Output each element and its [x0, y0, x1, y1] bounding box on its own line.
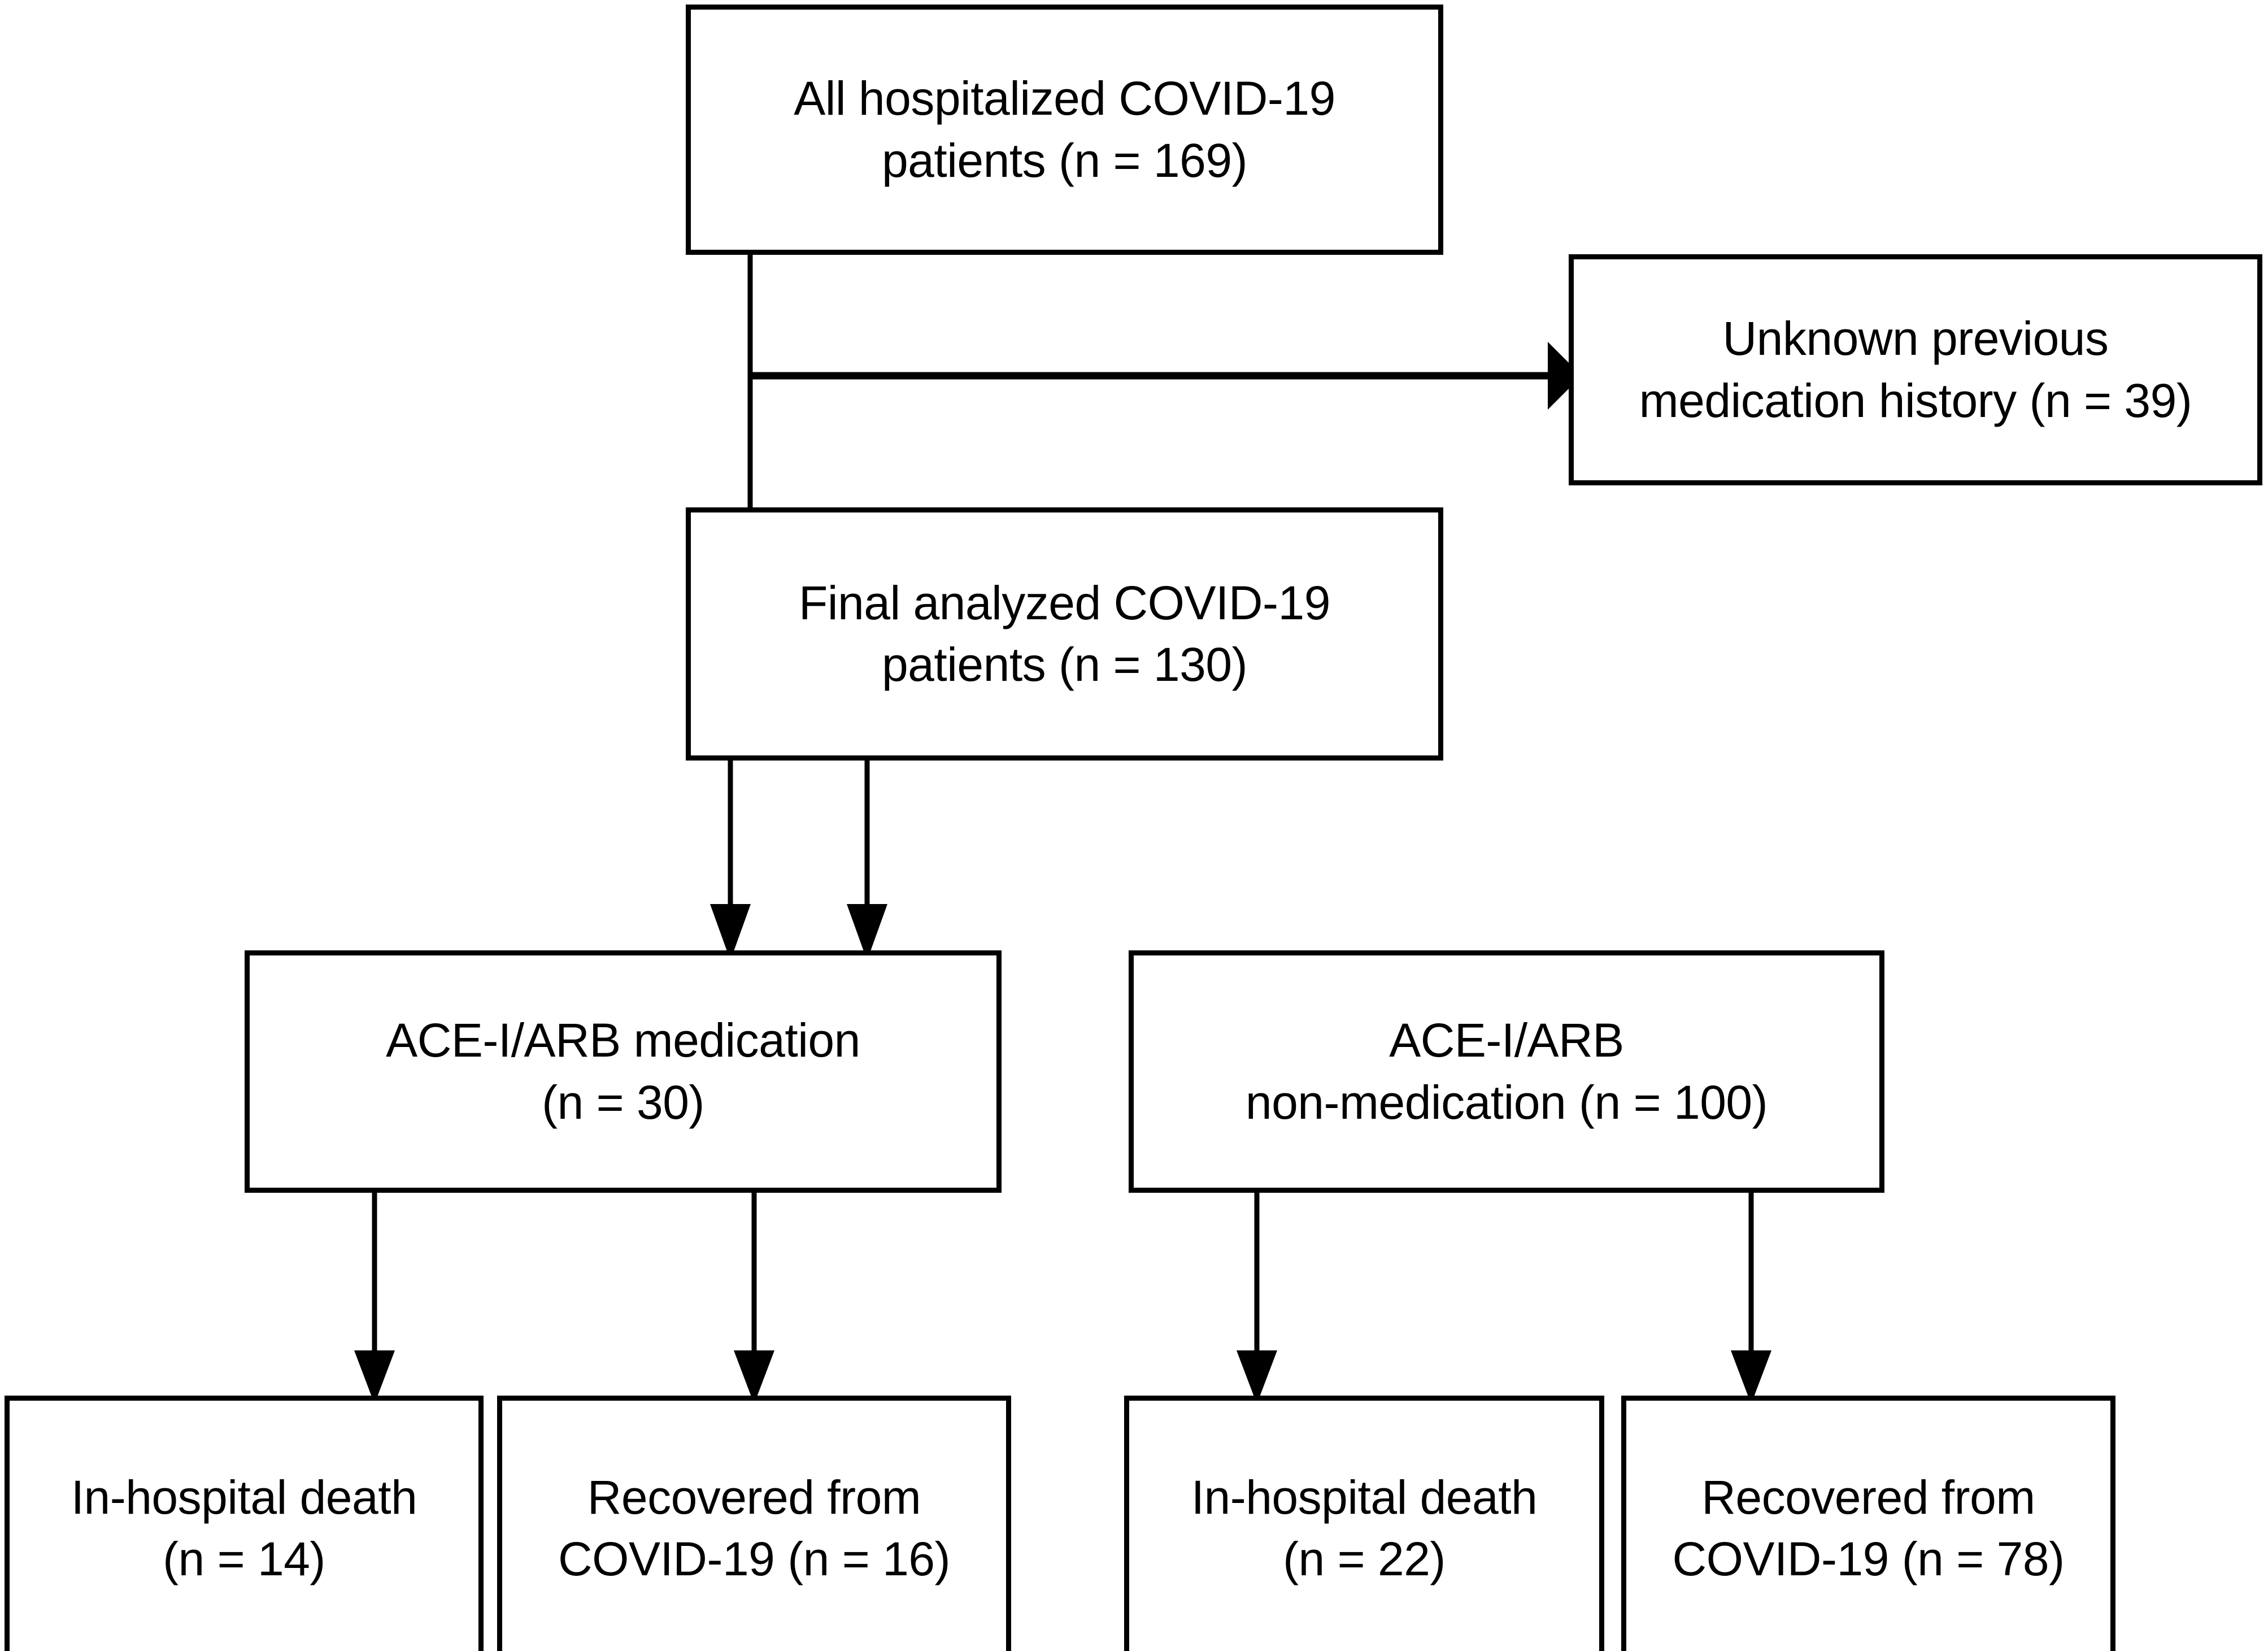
- node-final-analyzed-label: Final analyzed COVID-19 patients (n = 13…: [799, 576, 1330, 691]
- node-recovered-non-medication: Recovered from COVID-19 (n = 78): [1621, 1396, 2115, 1651]
- node-unknown-medication-history: Unknown previous medication history (n =…: [1569, 254, 2262, 485]
- arrowhead-down-to-recovered-nonmed: [1731, 1350, 1771, 1404]
- arrowhead-down-to-ace: [710, 904, 751, 961]
- node-all-hospitalized-patients: All hospitalized COVID-19 patients (n = …: [686, 5, 1443, 255]
- node-all-hospitalized-label: All hospitalized COVID-19 patients (n = …: [794, 72, 1335, 187]
- node-recovered-non-medication-label: Recovered from COVID-19 (n = 78): [1672, 1470, 2065, 1585]
- node-recovered-medication-label: Recovered from COVID-19 (n = 16): [558, 1470, 951, 1585]
- node-ace-arb-non-medication-label: ACE-I/ARB non-medication (n = 100): [1245, 1014, 1768, 1129]
- arrowhead-down-to-death-nonmed: [1237, 1350, 1277, 1404]
- node-in-hospital-death-non-medication-label: In-hospital death (n = 22): [1191, 1470, 1538, 1585]
- node-in-hospital-death-medication: In-hospital death (n = 14): [5, 1396, 484, 1651]
- node-final-analyzed-patients: Final analyzed COVID-19 patients (n = 13…: [686, 507, 1443, 761]
- node-recovered-medication: Recovered from COVID-19 (n = 16): [497, 1396, 1011, 1651]
- arrowhead-right-to-unknown: [1548, 342, 1582, 410]
- arrowhead-down-to-nonace: [847, 904, 887, 961]
- node-in-hospital-death-medication-label: In-hospital death (n = 14): [71, 1470, 417, 1585]
- node-ace-arb-medication: ACE-I/ARB medication (n = 30): [245, 950, 1002, 1193]
- arrowhead-down-to-death-med: [354, 1350, 395, 1404]
- node-in-hospital-death-non-medication: In-hospital death (n = 22): [1124, 1396, 1604, 1651]
- arrowhead-down-to-recovered-med: [734, 1350, 774, 1404]
- node-unknown-medication-history-label: Unknown previous medication history (n =…: [1639, 312, 2192, 427]
- node-ace-arb-non-medication: ACE-I/ARB non-medication (n = 100): [1129, 950, 1884, 1193]
- node-ace-arb-medication-label: ACE-I/ARB medication (n = 30): [386, 1014, 860, 1129]
